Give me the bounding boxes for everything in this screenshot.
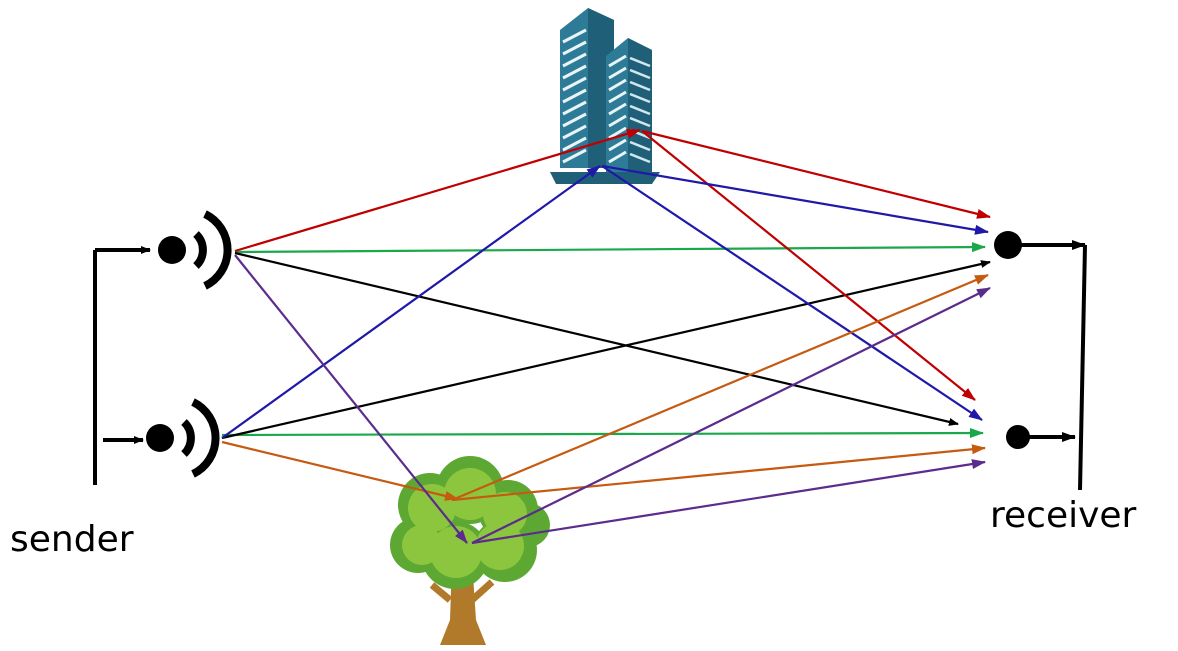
cross-path-2 [221, 260, 991, 440]
tree-orange-in [221, 440, 459, 501]
antenna-signal-icon [181, 398, 220, 478]
receiver-label: receiver [990, 495, 1137, 536]
antenna-signal-icon [193, 210, 232, 290]
building-red-out-2 [641, 130, 976, 401]
tree-orange-out-1 [451, 273, 989, 502]
building-blue-out-2 [601, 165, 983, 421]
building-blue-out-1 [601, 164, 989, 235]
tree-icon [390, 456, 550, 645]
building-red-out-1 [641, 129, 991, 219]
sender-bus [93, 246, 151, 485]
receiver-bus [1020, 240, 1087, 491]
antenna-dot [146, 424, 174, 452]
building-red-in [234, 128, 641, 253]
los-path-1 [234, 242, 986, 254]
sender-antenna-1 [158, 210, 232, 290]
antenna-dot [158, 236, 186, 264]
propagation-paths [221, 128, 991, 545]
tree-purple-in [234, 254, 468, 544]
receiver-antenna-2 [1006, 425, 1030, 449]
tree-orange-out-2 [451, 444, 986, 502]
cross-path-1 [234, 251, 959, 426]
sender-label: sender [10, 519, 134, 560]
receiver-antenna-1 [994, 231, 1022, 259]
building-blue-in [221, 165, 601, 439]
tree-purple-out-2 [471, 459, 986, 545]
building-icon [550, 8, 660, 184]
sender-antenna-2 [146, 398, 220, 478]
los-path-2 [221, 428, 984, 439]
tree-purple-out-1 [471, 287, 991, 544]
